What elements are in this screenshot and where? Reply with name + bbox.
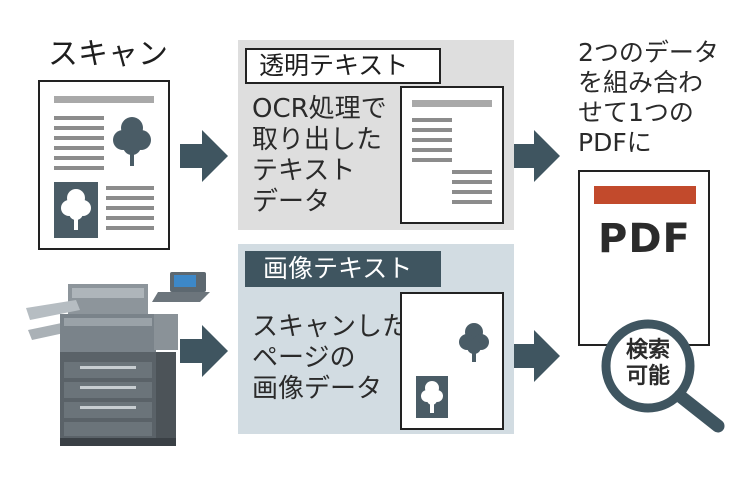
text-only-document [400,86,504,224]
tree-icon [459,323,489,362]
scanned-document-content [54,96,154,238]
image-text-tag: 画像テキスト [245,251,441,287]
arrow-right-icon [512,130,560,182]
merge-line: 2つのデータ [578,38,719,67]
arrow-right-icon [180,130,228,182]
search-label-line: 可能 [625,364,670,389]
merge-line: を組み合わ [578,68,704,97]
search-label-line: 検索 [625,338,670,363]
tree-icon-inverted [61,189,91,230]
description-line: OCR処理で [252,94,387,124]
scan-label: スキャン [48,37,168,72]
description-line: 画像データ [252,374,383,404]
pdf-header-bar [594,186,696,204]
scanned-document [38,80,170,250]
pdf-label: PDF [598,216,691,262]
transparent-text-tag: 透明テキスト [245,48,441,84]
arrow-right-icon [180,325,228,377]
description-line: テキスト [252,156,356,186]
tree-icon [113,117,151,166]
image-only-document [400,292,504,430]
merge-description: 2つのデータ を組み合わ せて1つの PDFに [578,38,719,158]
image-text-description: スキャンした ページの 画像データ [252,312,408,405]
description-line: 取り出した [252,125,383,155]
merge-line: PDFに [578,128,652,157]
merge-line: せて1つの [578,98,694,127]
tree-icon-inverted [421,381,443,413]
printer-illustration [20,270,220,450]
search-label: 検索 可能 [610,338,686,390]
transparent-text-description: OCR処理で 取り出した テキスト データ [252,94,387,218]
description-line: スキャンした [252,312,409,342]
description-line: ページの [252,343,356,373]
magnifier-icon [601,319,725,433]
arrow-right-icon [512,330,560,382]
pdf-document: PDF [578,170,710,346]
description-line: データ [252,187,331,217]
